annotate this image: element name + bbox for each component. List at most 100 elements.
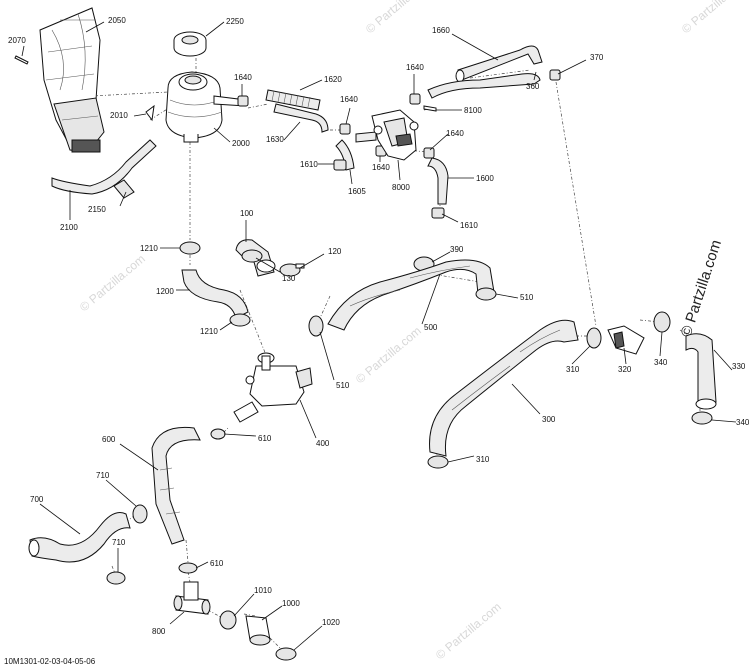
label-2070: 2070 (8, 36, 26, 45)
part-710-clamp-b (106, 571, 126, 585)
part-610-clamp-b (178, 562, 198, 574)
part-710-clamp (132, 504, 148, 524)
part-2100-hose (51, 139, 157, 195)
part-2010-clip (145, 104, 155, 122)
part-1605-hose (335, 131, 377, 171)
part-1200-hose (181, 269, 249, 319)
part-610-clamp (210, 428, 226, 440)
label-1600: 1600 (476, 174, 494, 183)
part-2250-cap (173, 31, 207, 57)
label-1660: 1660 (432, 26, 450, 35)
label-310: 310 (566, 365, 580, 374)
part-1210-clamp-b (229, 313, 251, 327)
part-8100-bolt (423, 105, 437, 112)
label-510: 510 (336, 381, 350, 390)
part-2070-screw (14, 55, 29, 65)
part-370-clamp (549, 69, 561, 81)
part-1210-clamp (179, 241, 201, 255)
label-610: 610 (258, 434, 272, 443)
part-1640-clamp (237, 95, 249, 107)
label-1630: 1630 (266, 135, 284, 144)
label-120: 120 (328, 247, 342, 256)
label-1610: 1610 (300, 160, 318, 169)
part-2150-clamp (113, 179, 135, 199)
label-330: 330 (732, 362, 746, 371)
label-1000: 1000 (282, 599, 300, 608)
label-1640: 1640 (340, 95, 358, 104)
part-300-hose (429, 319, 579, 457)
part-2050-housing (39, 7, 105, 153)
label-310: 310 (476, 455, 490, 464)
label-1020: 1020 (322, 618, 340, 627)
label-700: 700 (30, 495, 44, 504)
part-510-clamp-b (308, 315, 324, 337)
label-340: 340 (736, 418, 750, 427)
label-1640: 1640 (234, 73, 252, 82)
label-8100: 8100 (464, 106, 482, 115)
part-600-hose (151, 426, 201, 545)
label-360: 360 (526, 82, 540, 91)
part-1610-clamp-b (431, 207, 445, 219)
watermark: © Partzilla.com (77, 252, 148, 315)
watermark-side: © Partzilla.com (678, 238, 725, 339)
part-1640-clamp-b (339, 123, 351, 135)
part-8000-valve (371, 109, 419, 161)
label-2010: 2010 (110, 111, 128, 120)
part-400-housing (233, 352, 313, 423)
watermark: © Partzilla.com (433, 600, 504, 663)
part-340-clamp-b (691, 411, 713, 425)
label-1605: 1605 (348, 187, 366, 196)
part-1640-clamp-e (423, 147, 435, 159)
part-500-hose (327, 259, 495, 331)
label-8000: 8000 (392, 183, 410, 192)
part-1020-clamp (275, 647, 297, 661)
part-labels: 2050 2250 2070 1640 1620 2010 2000 1640 … (8, 16, 750, 636)
label-1210: 1210 (140, 244, 158, 253)
label-320: 320 (618, 365, 632, 374)
leader-lines (21, 21, 737, 651)
label-370: 370 (590, 53, 604, 62)
part-330-elbow (685, 333, 717, 410)
part-320-fitting (607, 325, 645, 355)
label-800: 800 (152, 627, 166, 636)
part-1640-clamp-d (409, 93, 421, 105)
part-1630-hose (273, 103, 329, 133)
label-600: 600 (102, 435, 116, 444)
part-1660-hose (427, 45, 543, 99)
label-1640: 1640 (446, 129, 464, 138)
label-2150: 2150 (88, 205, 106, 214)
label-1010: 1010 (254, 586, 272, 595)
part-310-clamp-b (427, 455, 449, 469)
part-1620-hose (265, 89, 321, 111)
label-710: 710 (96, 471, 110, 480)
label-1640: 1640 (406, 63, 424, 72)
part-800-tee (173, 581, 211, 615)
document-code: 10M1301-02-03-04-05-06 (4, 657, 96, 666)
label-400: 400 (316, 439, 330, 448)
label-130: 130 (282, 274, 296, 283)
watermark: © Partzilla.com (353, 324, 424, 387)
label-1210: 1210 (200, 327, 218, 336)
label-2100: 2100 (60, 223, 78, 232)
part-2000-reservoir (165, 71, 247, 143)
label-1640: 1640 (372, 163, 390, 172)
label-1610: 1610 (460, 221, 478, 230)
part-310-clamp (586, 327, 602, 349)
label-510: 510 (520, 293, 534, 302)
part-1000-fitting (245, 615, 271, 646)
label-340: 340 (654, 358, 668, 367)
label-2000: 2000 (232, 139, 250, 148)
part-510-clamp (475, 287, 497, 301)
part-1610-clamp (333, 159, 347, 171)
part-1600-hose (427, 157, 449, 205)
label-2250: 2250 (226, 17, 244, 26)
label-390: 390 (450, 245, 464, 254)
watermark: © Partzilla.com (679, 0, 750, 36)
label-2050: 2050 (108, 16, 126, 25)
part-340-clamp (653, 311, 671, 333)
label-610: 610 (210, 559, 224, 568)
part-700-hose (28, 512, 131, 563)
part-1010-clamp (219, 610, 237, 630)
label-1620: 1620 (324, 75, 342, 84)
